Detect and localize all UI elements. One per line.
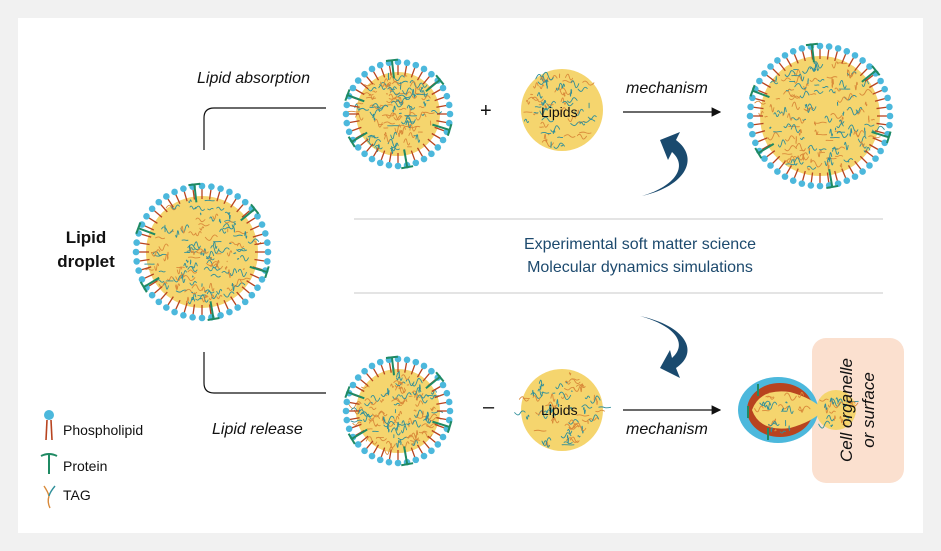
curved-arrow-down-icon [640,316,688,378]
mechanism-label-top: mechanism [626,80,708,97]
lipid-droplet-label-line-2: droplet [57,252,115,271]
cell-organelle-box [812,338,904,483]
absorption-result-droplet [746,42,894,190]
legend-phospholipid-label: Phospholipid [63,422,144,438]
legend-protein-label: Protein [63,458,108,474]
method-simulation: Molecular dynamics simulations [527,259,753,276]
methods-text: Experimental soft matter science Molecul… [440,233,840,279]
lipids-label-top: Lipids [541,104,578,120]
lipids-blob-bottom [514,369,612,451]
phospholipid-icon [44,410,54,441]
cell-organelle-label: Cell organelle or surface [836,346,880,474]
lipid-release-label: Lipid release [212,421,303,438]
central-lipid-droplet [132,182,272,322]
cell-organelle-line-1: Cell organelle [837,358,856,462]
release-result-droplet [738,377,859,443]
method-experimental: Experimental soft matter science [523,236,757,253]
lipids-label-bottom: Lipids [541,402,578,418]
curved-arrow-up-icon [642,132,688,196]
lipids-blob-top [521,69,603,151]
release-start-droplet [342,355,454,467]
plus-operator: + [480,100,492,122]
absorption-branch-line [203,107,326,150]
cell-organelle-line-2: or surface [859,372,878,448]
lipid-droplet-label: Lipid droplet [46,226,126,274]
legend-tag-label: TAG [63,487,91,503]
lipid-absorption-label: Lipid absorption [197,70,310,87]
protein-icon [40,453,58,474]
absorption-start-droplet [342,58,454,170]
release-branch-line [203,352,326,394]
tag-icon [43,485,56,509]
mechanism-label-bottom: mechanism [626,421,708,438]
minus-operator: – [483,396,495,418]
lipid-droplet-label-line-1: Lipid [65,228,107,247]
